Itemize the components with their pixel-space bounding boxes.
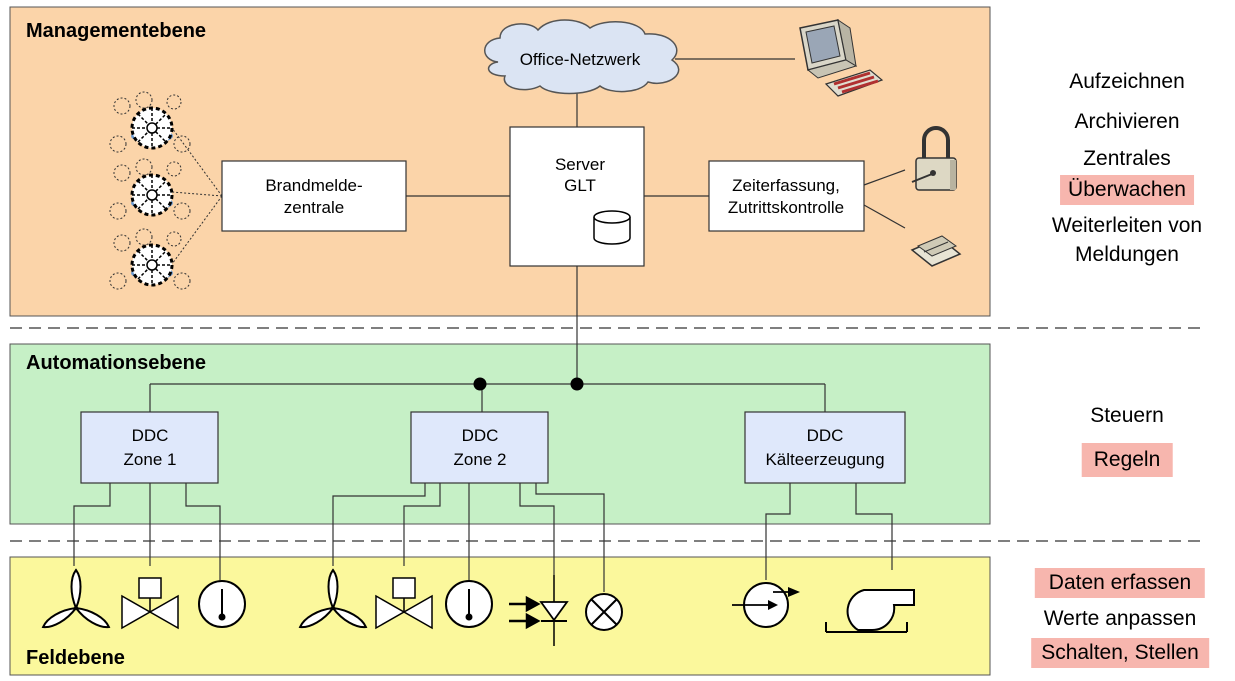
- gauge-icon: [198, 580, 246, 628]
- function-label: Meldungen: [1075, 243, 1179, 266]
- automation-title: Automationsebene: [26, 352, 206, 374]
- lamp-icon: [585, 593, 623, 631]
- function-label: Zentrales: [1083, 147, 1171, 170]
- ddc-cooling-line2: Kälteerzeugung: [765, 450, 884, 469]
- function-label: Aufzeichnen: [1069, 70, 1185, 93]
- automation-bus: [149, 383, 826, 412]
- fire-panel-line2: zentrale: [284, 198, 344, 217]
- function-label-highlighted: Daten erfassen: [1034, 568, 1206, 598]
- office-network-cloud: Office-Netzwerk: [484, 19, 680, 95]
- office-network-label: Office-Netzwerk: [520, 50, 641, 69]
- ddc-zone2-line1: DDC: [462, 426, 499, 445]
- ddc-cooling-box: DDC Kälteerzeugung: [744, 411, 906, 484]
- blower-icon: [825, 589, 915, 633]
- fire-alarm-panel-box: Brandmelde- zentrale: [221, 160, 407, 232]
- server-line1: Server: [555, 155, 605, 174]
- function-label-highlighted: Überwachen: [1060, 175, 1194, 205]
- detector-links: [171, 127, 223, 265]
- computer-icon: [799, 18, 884, 97]
- access-control-line2: Zutrittskontrolle: [728, 198, 844, 217]
- pump-icon: [732, 582, 800, 628]
- ddc-zone2-box: DDC Zone 2: [410, 411, 549, 484]
- field-wiring: [73, 483, 893, 592]
- padlock-icon: [911, 126, 957, 191]
- ddc-zone1-box: DDC Zone 1: [80, 411, 219, 484]
- function-label: Archivieren: [1074, 110, 1180, 133]
- function-label: Steuern: [1090, 404, 1164, 427]
- database-icon: [593, 210, 631, 245]
- fire-panel-line1: Brandmelde-: [265, 176, 362, 195]
- gauge-icon: [445, 580, 493, 628]
- access-control-line1: Zeiterfassung,: [732, 176, 840, 195]
- ddc-zone2-line2: Zone 2: [454, 450, 507, 469]
- function-label: Werte anpassen: [1043, 607, 1197, 630]
- management-title: Managementebene: [26, 20, 206, 42]
- light-sensor-icon: [509, 575, 569, 646]
- function-label-highlighted: Schalten, Stellen: [1031, 638, 1209, 668]
- server-glt-box: Server GLT: [509, 126, 645, 267]
- bus-junction: [473, 377, 487, 391]
- function-label: Weiterleiten von: [1051, 214, 1203, 237]
- ddc-zone1-line1: DDC: [132, 426, 169, 445]
- access-control-box: Zeiterfassung, Zutrittskontrolle: [708, 160, 865, 232]
- ddc-cooling-line1: DDC: [807, 426, 844, 445]
- function-label-highlighted: Regeln: [1081, 443, 1173, 477]
- field-title: Feldebene: [26, 647, 125, 669]
- card-reader-icon: [910, 235, 962, 267]
- server-line2: GLT: [564, 176, 596, 195]
- ddc-zone1-line2: Zone 1: [124, 450, 177, 469]
- management-connections: [406, 58, 906, 384]
- bus-junction: [570, 377, 584, 391]
